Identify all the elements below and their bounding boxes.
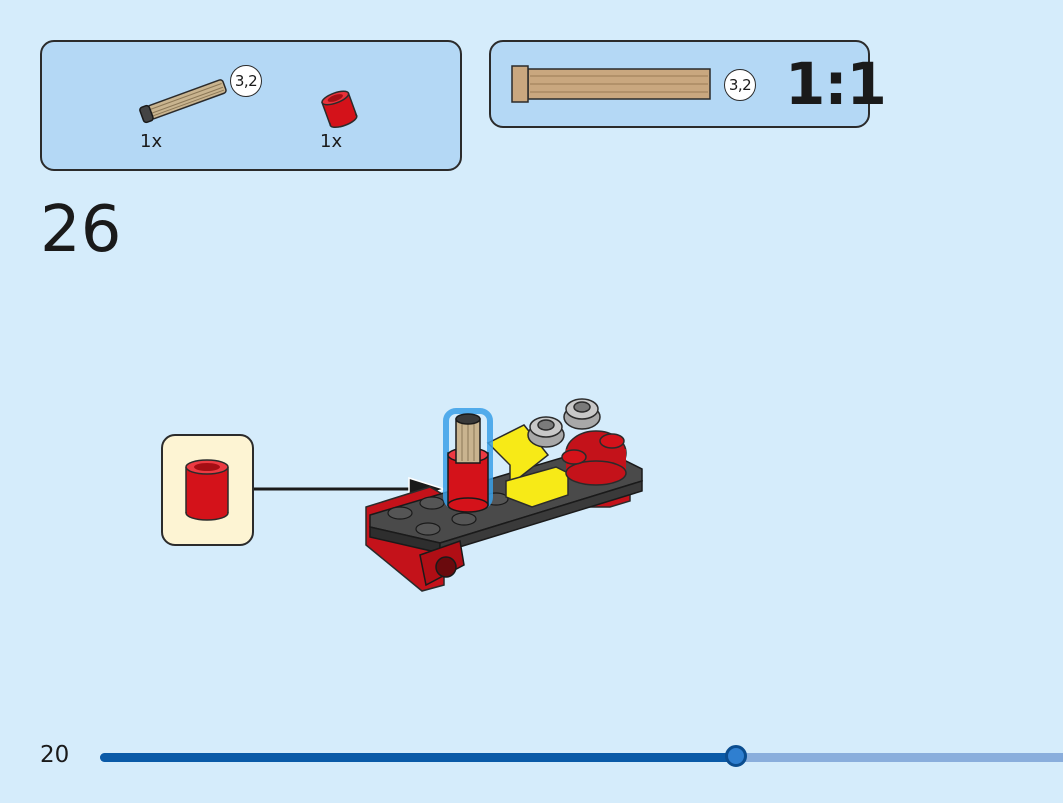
- part-callout: [161, 434, 254, 546]
- callout-round-brick-icon: [185, 459, 229, 521]
- tan-axle-icon: [139, 79, 227, 124]
- step-number: 26: [40, 193, 122, 267]
- round-brick-quantity: 1x: [320, 131, 343, 152]
- tan-axle-scale-icon: [511, 65, 711, 103]
- scale-label: 1:1: [785, 50, 887, 118]
- red-round-brick-icon: [321, 90, 358, 129]
- axle-quantity: 1x: [140, 131, 163, 152]
- axle-length-badge: 3,2: [230, 65, 262, 97]
- progress-track: [100, 745, 1063, 767]
- progress-fill: [100, 753, 736, 762]
- parts-list-panel: [40, 40, 462, 171]
- scale-length-badge: 3,2: [724, 69, 756, 101]
- progress-knob: [725, 745, 747, 767]
- model-assembly: [365, 398, 643, 592]
- page-number: 20: [40, 742, 70, 768]
